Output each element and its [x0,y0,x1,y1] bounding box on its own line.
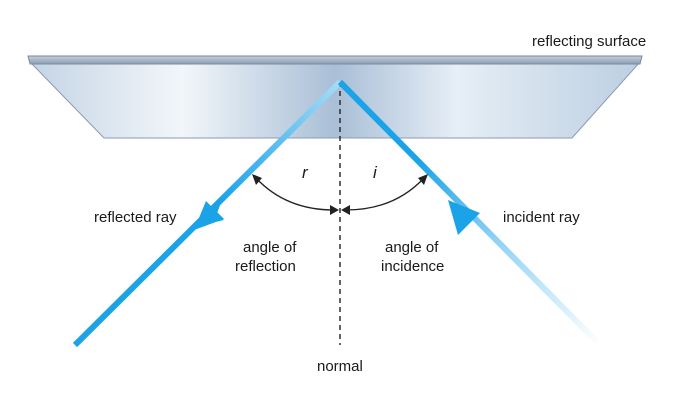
angle-i-label: i [373,163,378,182]
surface-top-edge [27,55,643,65]
reflected-ray-arrow [194,201,224,230]
angle-of-reflection-arc [255,177,335,211]
reflected-ray-label: reflected ray [94,209,177,226]
arc-arrowhead-reflection-outer [252,174,262,185]
incident-ray-arrow [448,200,480,235]
surface-glass-body [28,61,642,139]
incident-ray-label: incident ray [503,209,580,226]
reflecting-surface-label: reflecting surface [532,33,646,50]
angle-of-incidence-label-line2: incidence [381,258,444,275]
angle-r-label: r [302,163,309,182]
angle-of-reflection-label-line2: reflection [235,258,296,275]
angle-of-incidence-label-line1: angle of [385,239,439,256]
arc-arrowhead-incidence-inner [341,205,350,215]
angle-of-reflection-label-line1: angle of [243,239,297,256]
arc-arrowhead-reflection-inner [330,205,339,215]
angle-of-incidence-arc [345,177,425,211]
arc-arrowhead-incidence-outer [418,174,428,185]
normal-label: normal [317,358,363,375]
reflecting-surface [27,55,643,139]
